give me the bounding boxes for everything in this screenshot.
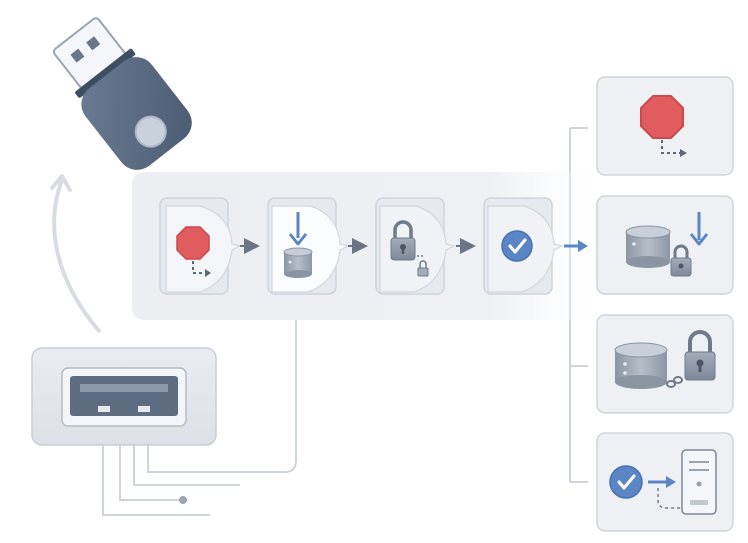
usb-port-icon bbox=[31, 347, 217, 446]
checkmark-icon bbox=[609, 465, 643, 499]
arrow-right-icon bbox=[648, 476, 676, 488]
stop-sign-icon bbox=[176, 226, 211, 277]
download-to-database-icon bbox=[283, 212, 313, 278]
output-card-stop bbox=[596, 76, 734, 176]
padlock-icon bbox=[390, 220, 429, 277]
checkmark-icon bbox=[501, 230, 533, 262]
stop-sign-icon bbox=[640, 95, 687, 157]
pipeline-output-arrow bbox=[564, 240, 588, 252]
chain-icon bbox=[666, 376, 683, 388]
output-card-verified-computer bbox=[596, 432, 734, 532]
dashed-connector bbox=[657, 488, 690, 509]
padlock-icon bbox=[670, 244, 692, 277]
padlock-icon bbox=[684, 330, 716, 381]
output-card-database-lock bbox=[596, 314, 734, 414]
arrow-down-icon bbox=[689, 212, 709, 246]
database-icon bbox=[625, 225, 671, 268]
database-icon bbox=[614, 342, 668, 389]
usb-flash-drive-icon bbox=[52, 17, 192, 170]
wire-end-dot bbox=[179, 496, 187, 504]
output-card-database-download bbox=[596, 195, 734, 295]
pipeline-step-download bbox=[267, 197, 350, 295]
computer-tower-icon bbox=[681, 449, 717, 515]
